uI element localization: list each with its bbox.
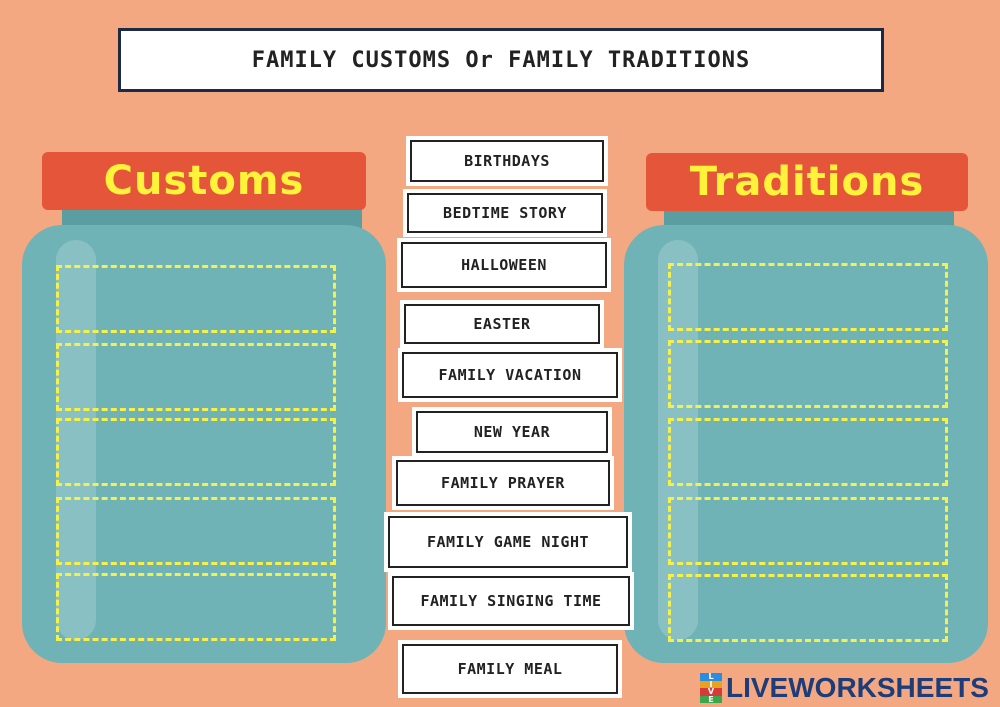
card-family-vacation[interactable]: FAMILY VACATION — [402, 352, 618, 398]
customs-drop-slot-1[interactable] — [56, 265, 336, 333]
traditions-drop-slot-4[interactable] — [668, 497, 948, 565]
card-label: FAMILY GAME NIGHT — [426, 533, 590, 551]
card-label: BEDTIME STORY — [443, 204, 567, 222]
card-birthdays[interactable]: BIRTHDAYS — [410, 140, 604, 182]
traditions-drop-slot-2[interactable] — [668, 340, 948, 408]
customs-jar-lid: Customs — [42, 152, 366, 210]
traditions-jar-shine — [658, 240, 698, 640]
customs-drop-slot-2[interactable] — [56, 343, 336, 411]
card-family-prayer[interactable]: FAMILY PRAYER — [396, 460, 610, 506]
traditions-drop-slot-1[interactable] — [668, 263, 948, 331]
traditions-drop-slot-5[interactable] — [668, 574, 948, 642]
traditions-jar-body — [624, 225, 988, 663]
card-label: BIRTHDAYS — [464, 152, 550, 170]
card-new-year[interactable]: NEW YEAR — [416, 411, 608, 453]
card-easter[interactable]: EASTER — [404, 304, 600, 344]
title-banner: FAMILY CUSTOMS Or FAMILY TRADITIONS — [118, 28, 884, 92]
page-title: FAMILY CUSTOMS Or FAMILY TRADITIONS — [251, 47, 751, 73]
traditions-label: Traditions — [689, 159, 925, 205]
customs-jar-body — [22, 225, 386, 663]
card-family-singing-time[interactable]: FAMILY SINGING TIME — [392, 576, 630, 626]
card-label: FAMILY PRAYER — [441, 474, 565, 492]
liveworksheets-brand[interactable]: L I V E LIVEWORKSHEETS — [700, 672, 989, 704]
customs-drop-slot-5[interactable] — [56, 573, 336, 641]
card-halloween[interactable]: HALLOWEEN — [401, 242, 607, 288]
card-label: FAMILY MEAL — [457, 660, 563, 678]
traditions-jar-lid: Traditions — [646, 153, 968, 211]
card-label: NEW YEAR — [473, 423, 551, 441]
customs-drop-slot-4[interactable] — [56, 497, 336, 565]
card-label: HALLOWEEN — [461, 256, 547, 274]
card-family-game-night[interactable]: FAMILY GAME NIGHT — [388, 516, 628, 568]
customs-drop-slot-3[interactable] — [56, 418, 336, 486]
card-bedtime-story[interactable]: BEDTIME STORY — [407, 193, 603, 233]
liveworksheets-logo-icon: L I V E — [700, 673, 722, 703]
card-label: EASTER — [473, 315, 531, 333]
card-family-meal[interactable]: FAMILY MEAL — [402, 644, 618, 694]
traditions-drop-slot-3[interactable] — [668, 418, 948, 486]
card-label: FAMILY SINGING TIME — [420, 592, 602, 610]
brand-text: LIVEWORKSHEETS — [726, 672, 989, 703]
card-label: FAMILY VACATION — [438, 366, 582, 384]
customs-label: Customs — [103, 158, 305, 204]
